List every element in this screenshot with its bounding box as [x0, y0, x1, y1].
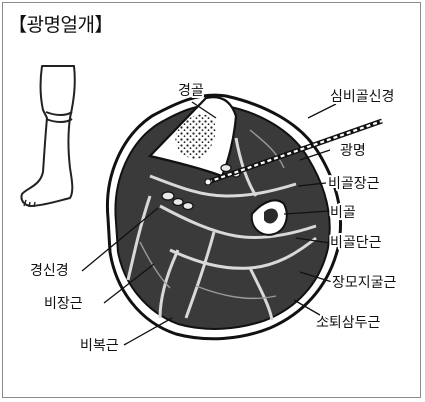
label-peroneus-longus: 비골장근: [328, 176, 380, 192]
label-tibia: 경골: [178, 83, 204, 99]
label-gastrocnemius: 비장근: [44, 296, 83, 312]
leg-foot-illustration: [21, 66, 74, 207]
label-soleus: 비복근: [80, 338, 119, 354]
label-light: 광명: [340, 143, 366, 159]
label-deep-peroneal-nerve: 심비골신경: [330, 89, 394, 105]
label-flexor: 장모지굴근: [332, 275, 397, 291]
label-tibial-nerve: 경신경: [30, 263, 69, 279]
leg-cross-section: [107, 95, 340, 339]
label-fibula: 비골: [330, 205, 356, 221]
label-peroneus-brevis: 비골단근: [330, 235, 382, 251]
label-triceps-surae: 소퇴삼두근: [316, 315, 381, 331]
